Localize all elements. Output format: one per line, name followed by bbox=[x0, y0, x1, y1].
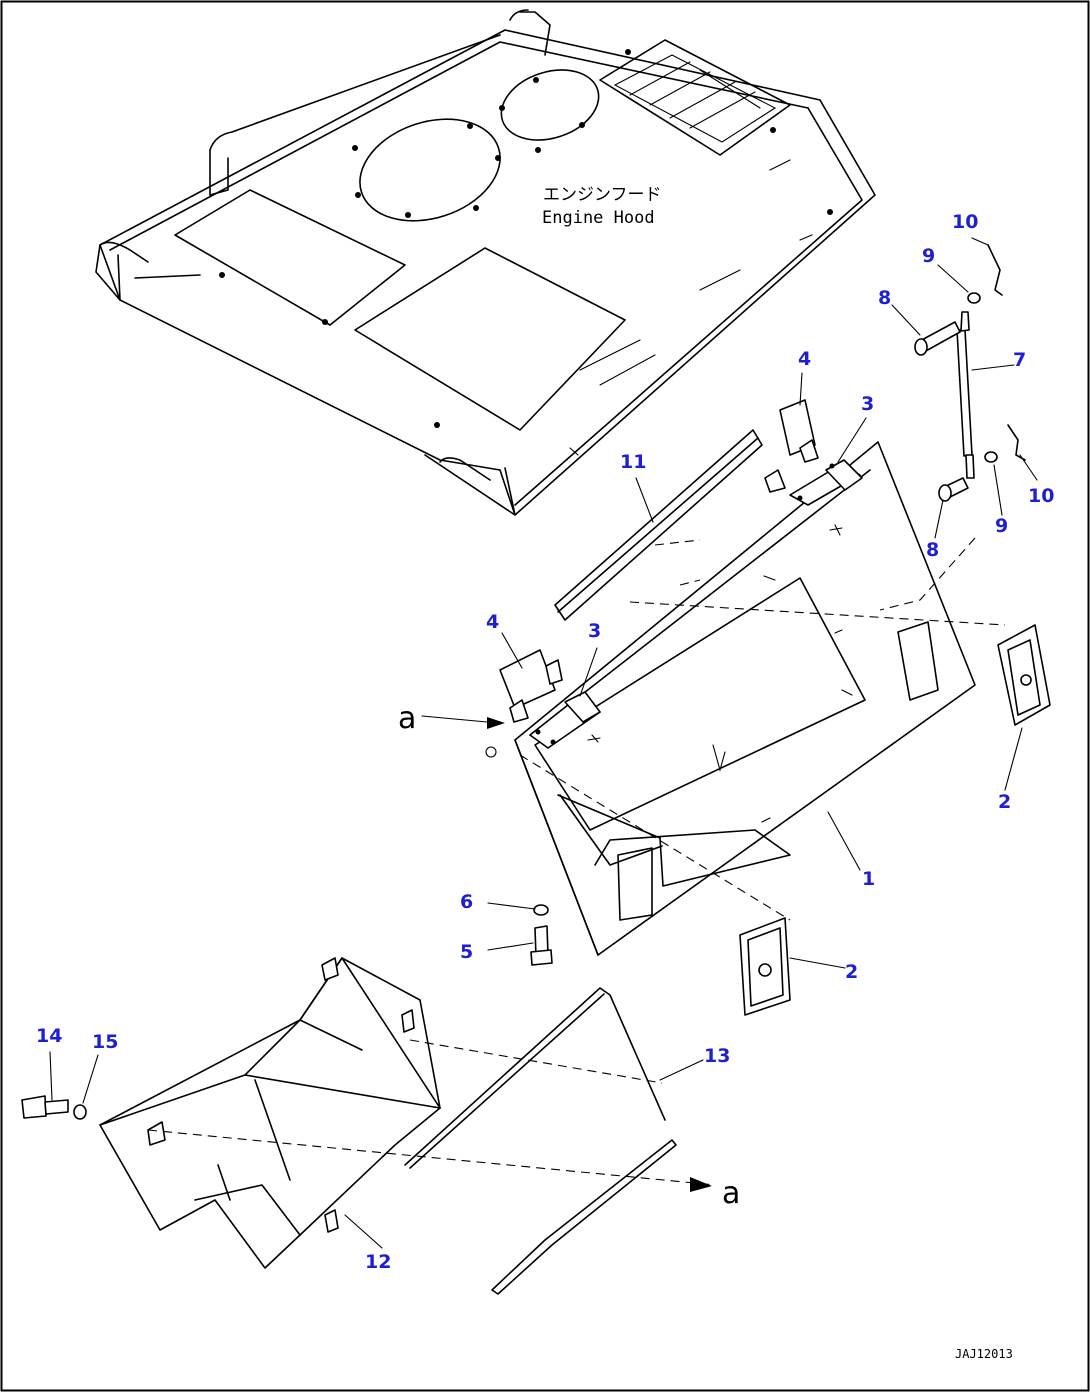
callout-11: 11 bbox=[620, 451, 646, 473]
callout-10-top: 10 bbox=[952, 211, 978, 233]
cover-plate-part-1 bbox=[485, 441, 976, 956]
seals-part-13 bbox=[404, 987, 677, 1295]
callout-8-top: 8 bbox=[878, 287, 891, 309]
callout-numbers: 1 2 2 3 3 4 4 5 6 7 8 8 9 9 10 10 11 12 … bbox=[36, 211, 1054, 1273]
callout-1: 1 bbox=[862, 868, 875, 890]
callout-8-bottom: 8 bbox=[926, 539, 939, 561]
callout-9-bottom: 9 bbox=[995, 515, 1008, 537]
bolt-part-14-washer-part-15 bbox=[21, 1095, 87, 1120]
callout-9-top: 9 bbox=[922, 245, 935, 267]
reference-marker-a-right: a bbox=[722, 1176, 740, 1211]
callout-13: 13 bbox=[704, 1045, 730, 1067]
assembly-lines bbox=[147, 539, 1006, 1186]
seal-strip-part-11 bbox=[554, 429, 763, 621]
engine-hood: エンジンフード Engine Hood bbox=[95, 9, 876, 516]
leader-lines bbox=[49, 237, 1038, 1249]
hood-label-en: Engine Hood bbox=[542, 208, 655, 228]
brackets-part-4 bbox=[499, 399, 819, 723]
duct-part-12 bbox=[99, 957, 441, 1269]
callout-10-bottom: 10 bbox=[1028, 485, 1054, 507]
drawing-code: JAJ12013 bbox=[955, 1347, 1013, 1361]
callout-2-bottom: 2 bbox=[845, 961, 858, 983]
latches-part-2 bbox=[739, 624, 1051, 1016]
callout-12: 12 bbox=[365, 1251, 391, 1273]
callout-7: 7 bbox=[1013, 349, 1026, 371]
hinges-part-3 bbox=[529, 459, 863, 749]
callout-3-left: 3 bbox=[588, 620, 601, 642]
callout-4-left: 4 bbox=[486, 611, 499, 633]
callout-6: 6 bbox=[460, 891, 473, 913]
reference-marker-a-left: a bbox=[398, 701, 416, 736]
hood-label-jp: エンジンフード bbox=[543, 185, 662, 205]
callout-3-right: 3 bbox=[861, 393, 874, 415]
callout-4-right: 4 bbox=[798, 348, 811, 370]
callout-15: 15 bbox=[92, 1031, 118, 1053]
callout-2-right: 2 bbox=[998, 791, 1011, 813]
gas-spring-part-7 bbox=[879, 244, 1026, 611]
callout-5: 5 bbox=[460, 941, 473, 963]
callout-14: 14 bbox=[36, 1025, 62, 1047]
bolt-part-5-nut-part-6 bbox=[530, 904, 553, 966]
